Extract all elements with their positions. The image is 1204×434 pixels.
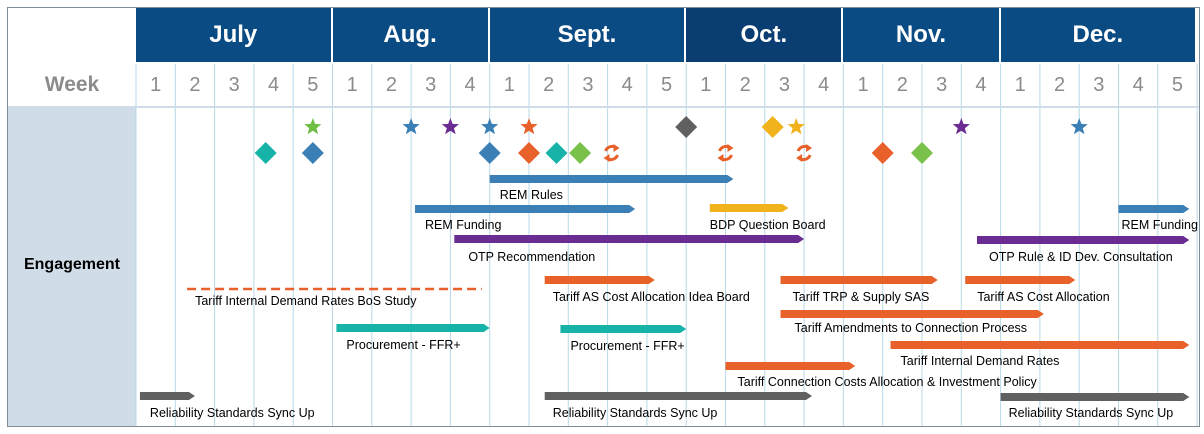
- bar-label: Tariff AS Cost Allocation: [977, 290, 1110, 304]
- milestone-diamond-icon: [518, 142, 540, 164]
- milestone-diamond-icon: [545, 142, 568, 164]
- milestone-diamond-icon: [301, 142, 324, 164]
- bar-label: Tariff Connection Costs Allocation & Inv…: [737, 375, 1037, 389]
- timeline-bar: [454, 235, 805, 243]
- bar-label: Reliability Standards Sync Up: [552, 406, 718, 420]
- milestone-star-icon: [1070, 118, 1088, 135]
- timeline-bar: [780, 310, 1044, 318]
- week-number: 4: [267, 73, 280, 96]
- week-number: 3: [936, 73, 948, 96]
- week-number: 4: [975, 73, 987, 96]
- milestone-star-icon: [787, 118, 805, 135]
- bar-label: Reliability Standards Sync Up: [1008, 406, 1174, 420]
- week-number: 1: [700, 73, 712, 96]
- recurring-cycle-icon: [796, 144, 813, 162]
- milestone-diamond-icon: [254, 142, 277, 164]
- week-number: 4: [1132, 73, 1144, 96]
- bar-label: Tariff TRP & Supply SAS: [792, 290, 930, 304]
- timeline-bar: [489, 175, 734, 183]
- bar-label: OTP Rule & ID Dev. Consultation: [989, 250, 1173, 264]
- milestone-diamond-icon: [911, 142, 933, 164]
- bar-label: REM Funding: [1121, 218, 1198, 232]
- timeline-bar: [965, 276, 1076, 284]
- bar-label: REM Rules: [499, 188, 563, 202]
- week-number: 3: [1093, 73, 1105, 96]
- timeline-bar: [139, 392, 195, 400]
- bar-label: Tariff Amendments to Connection Process: [794, 321, 1028, 335]
- milestone-diamond-icon: [761, 116, 784, 138]
- header-separator: [8, 106, 1199, 108]
- bar-label: OTP Recommendation: [468, 250, 596, 264]
- week-number: 4: [464, 73, 476, 96]
- bar-label: Procurement - FFR+: [346, 338, 461, 352]
- week-number: 2: [385, 73, 397, 96]
- week-number: 2: [1053, 73, 1066, 96]
- week-number: 1: [346, 73, 358, 96]
- timeline-bar: [544, 276, 655, 284]
- week-number: 5: [307, 73, 319, 96]
- week-number: 1: [1014, 73, 1026, 96]
- month-dec: Dec.: [1000, 8, 1198, 62]
- month-oct: Oct.: [686, 8, 844, 62]
- timeline-bar: [1000, 393, 1190, 401]
- timeline-bar: [780, 276, 938, 284]
- week-number: 2: [739, 73, 751, 96]
- recurring-cycle-icon: [603, 144, 620, 162]
- week-number: 1: [857, 73, 869, 96]
- week-number: 1: [150, 73, 162, 96]
- week-number: 5: [1171, 73, 1183, 96]
- bar-label: Tariff Internal Demand Rates BoS Study: [195, 294, 417, 308]
- week-number: 2: [189, 73, 201, 96]
- milestone-star-icon: [402, 118, 420, 135]
- timeline-bar: [977, 236, 1190, 244]
- bar-label: Reliability Standards Sync Up: [149, 406, 315, 420]
- timeline-bar: [725, 362, 856, 370]
- month-sept: Sept.: [489, 8, 687, 62]
- bar-label: Tariff Internal Demand Rates: [900, 354, 1060, 368]
- milestone-star-icon: [481, 118, 499, 135]
- week-header-label: Week: [44, 73, 100, 96]
- milestone-diamond-icon: [675, 116, 698, 138]
- row-label: Engagement: [23, 256, 120, 273]
- timeline-bar: [336, 324, 490, 332]
- milestone-star-icon: [520, 118, 538, 135]
- timeline-bar: [1118, 205, 1190, 213]
- timeline-bar: [709, 204, 789, 212]
- week-number: 4: [818, 73, 830, 96]
- timeline-bar: [560, 325, 687, 333]
- bar-label: REM Funding: [425, 218, 502, 232]
- milestone-star-icon: [304, 118, 322, 135]
- bar-label: BDP Question Board: [709, 218, 826, 232]
- recurring-cycle-icon: [717, 144, 734, 162]
- week-number: 3: [778, 73, 790, 96]
- week-number: 3: [582, 73, 594, 96]
- week-number: 4: [621, 73, 633, 96]
- week-number: 3: [425, 73, 437, 96]
- bar-label: Procurement - FFR+: [570, 339, 685, 353]
- month-aug: Aug.: [332, 8, 490, 62]
- milestone-star-icon: [952, 118, 970, 135]
- milestone-diamond-icon: [478, 142, 501, 164]
- week-number: 1: [503, 73, 515, 96]
- milestone-star-icon: [441, 118, 459, 135]
- month-july: July: [136, 8, 333, 62]
- bar-label: Tariff AS Cost Allocation Idea Board: [552, 290, 750, 304]
- week-number: 3: [228, 73, 240, 96]
- week-number: 2: [896, 73, 908, 96]
- milestone-diamond-icon: [871, 142, 894, 164]
- week-number: 2: [543, 73, 555, 96]
- timeline-bar: [544, 392, 812, 400]
- timeline-bar: [415, 205, 636, 213]
- timeline-bar: [890, 341, 1190, 349]
- month-nov: Nov.: [843, 8, 1001, 62]
- week-number: 5: [660, 73, 673, 96]
- milestone-diamond-icon: [569, 142, 592, 164]
- row-label-panel: [8, 108, 136, 426]
- chart-frame: [7, 7, 1200, 427]
